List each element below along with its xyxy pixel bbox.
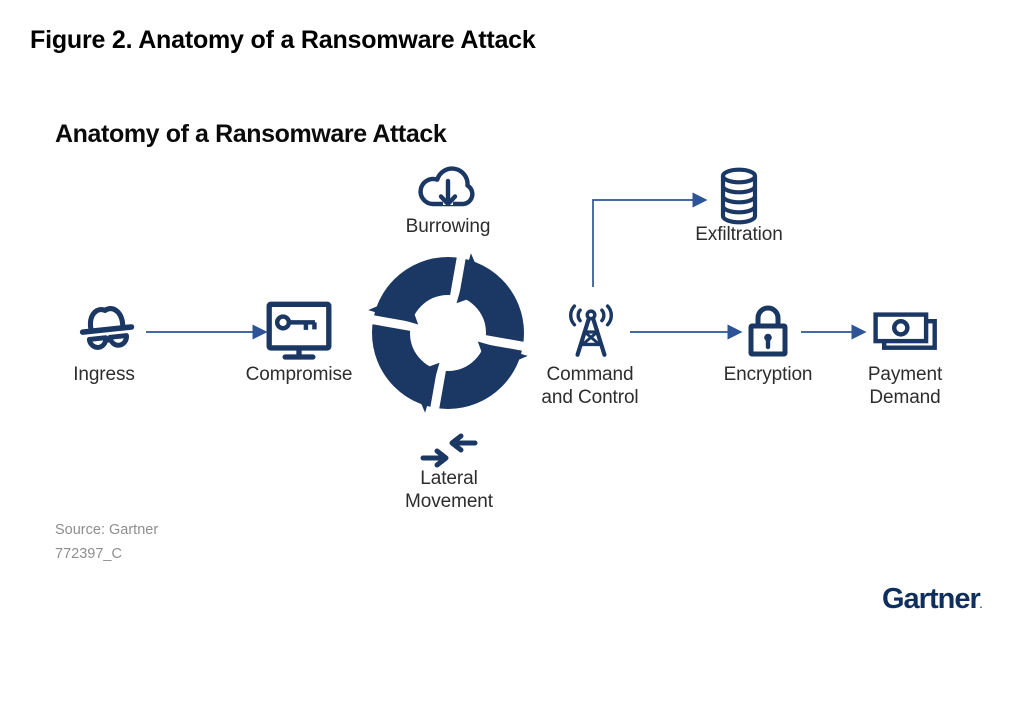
document-id: 772397_C [55, 546, 122, 562]
padlock-icon [748, 305, 788, 357]
arrow-cnc-to-exfiltration [592, 192, 708, 287]
label-encryption: Encryption [723, 364, 813, 385]
diagram-title: Anatomy of a Ransomware Attack [55, 120, 447, 148]
node-ingress [75, 297, 139, 361]
gartner-logo-text: Gartner [882, 583, 981, 615]
node-lateral-movement [417, 428, 481, 474]
node-compromise [266, 301, 332, 363]
node-payment-demand [872, 311, 938, 357]
label-command-and-control: Command and Control [541, 364, 639, 408]
node-command-and-control [563, 303, 619, 361]
node-encryption [745, 302, 791, 360]
node-attack-loop [368, 253, 528, 413]
figure-caption: Figure 2. Anatomy of a Ransomware Attack [30, 26, 536, 54]
converging-arrows-icon [420, 433, 478, 468]
label-compromise: Compromise [245, 364, 353, 385]
gartner-logo: Gartner. [882, 583, 982, 616]
cycle-arrows-icon [368, 253, 528, 413]
spy-icon [79, 306, 135, 350]
label-exfiltration: Exfiltration [695, 224, 783, 245]
cloud-download-icon [418, 166, 475, 207]
label-lateral-movement: Lateral Movement [405, 468, 493, 512]
node-burrowing [417, 160, 479, 214]
gartner-logo-mark: . [979, 600, 983, 610]
node-exfiltration [716, 167, 762, 225]
monitor-key-icon [266, 301, 332, 360]
broadcast-tower-icon [568, 304, 614, 357]
source-note: Source: Gartner [55, 522, 159, 538]
label-ingress: Ingress [73, 364, 135, 385]
banknotes-icon [873, 312, 937, 350]
label-payment-demand: Payment Demand [867, 364, 943, 408]
label-burrowing: Burrowing [405, 216, 491, 237]
database-icon [720, 167, 758, 225]
